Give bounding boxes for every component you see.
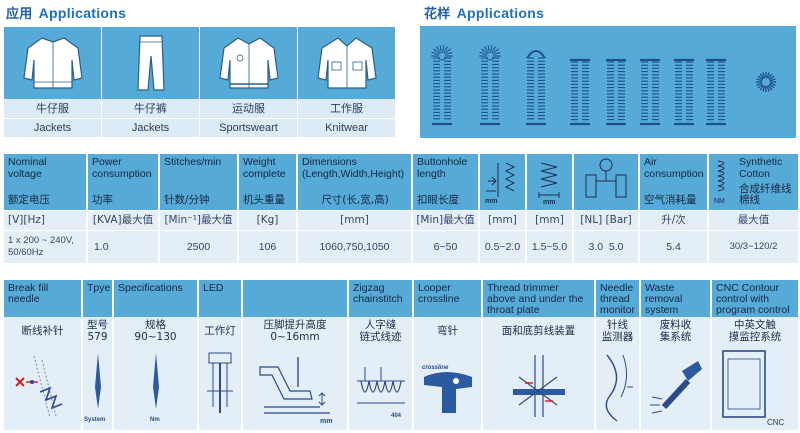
garment-label-cn: 运动服	[200, 99, 297, 118]
feature-break-fill: Break fill needle 断线补针	[4, 280, 82, 430]
spec-value: 2500	[160, 231, 238, 263]
spec-value: 6~50	[413, 231, 479, 263]
pattern-panel	[420, 26, 796, 138]
buttonhole-pattern	[640, 58, 660, 126]
svg-text:mm: mm	[543, 199, 555, 205]
jacket-icon	[4, 27, 101, 99]
spec-value: 1060,750,1050	[298, 231, 412, 263]
garment-workwear: 工作服 Knitwear	[298, 27, 395, 137]
spec-unit: 最大值	[709, 211, 798, 230]
svg-text:NM: NM	[714, 198, 725, 205]
break-fill-needle-icon	[4, 343, 81, 430]
spec-value: 1.5~5.0	[527, 231, 573, 263]
garment-label-en: Sportsweart	[200, 118, 297, 137]
feature-thread-trimmer: Thread trimmer above and under the throa…	[483, 280, 595, 430]
garment-label-cn: 牛仔裤	[102, 99, 199, 118]
thread-spring-icon: NM	[714, 160, 725, 205]
spec-unit: [NL] [Bar]	[574, 211, 639, 230]
svg-text:mm: mm	[320, 418, 332, 425]
workwear-icon	[298, 27, 395, 99]
garment-jeans: 牛仔裤 Jackets	[102, 27, 199, 137]
garment-label-en: Jackets	[4, 118, 101, 137]
buttonhole-pattern	[606, 58, 626, 126]
spec-value: 0.5~2.0	[480, 231, 526, 263]
presser-foot-icon: mm	[243, 343, 347, 430]
buttonhole-patterns	[431, 45, 776, 126]
spec-head-thread: NM Synthetic Cotton 合成纤维线 棉线	[709, 154, 798, 210]
spec-unit: [mm]	[527, 211, 573, 230]
spec-head-air-pressure	[574, 154, 639, 210]
needle-nm-icon: Nm	[114, 343, 197, 430]
cnc-panel-icon: CNC	[712, 343, 798, 430]
svg-text:mm: mm	[485, 198, 497, 205]
garment-label-cn: 工作服	[298, 99, 395, 118]
svg-text:CNC: CNC	[767, 418, 785, 427]
spec-unit: [V][Hz]	[4, 211, 87, 230]
spec-head-cutting-space: mm	[480, 154, 526, 210]
svg-text:404: 404	[391, 413, 402, 419]
garment-label-cn: 牛仔服	[4, 99, 101, 118]
buttonhole-pattern	[526, 50, 546, 126]
spec-value: 1.0	[88, 231, 159, 263]
thread-trimmer-icon	[483, 343, 594, 430]
feature-led: LED 工作灯	[199, 280, 242, 430]
cutting-space-icon: mm	[485, 162, 516, 205]
sportswear-icon	[200, 27, 297, 99]
looper-icon: crossline	[414, 343, 481, 430]
spec-head-stitch-width: mm	[527, 154, 573, 210]
svg-text:System: System	[84, 417, 105, 423]
feature-zigzag-chainstitch: Zigzag chainstitch 人字缝链式线迹 404	[349, 280, 413, 430]
spec-unit: 升/次	[640, 211, 708, 230]
led-lamp-icon	[199, 343, 241, 430]
feature-thread-monitor: Needle thread monitor 针线监测器	[596, 280, 640, 430]
garment-label-en: Knitwear	[298, 118, 395, 137]
garment-jackets: 牛仔服 Jackets	[4, 27, 101, 137]
svg-text:crossline: crossline	[422, 365, 449, 371]
spec-head-dimensions: Dimensions (Length,Width,Height)尺寸(长,宽,高…	[298, 154, 412, 210]
garment-sportswear: 运动服 Sportsweart	[200, 27, 297, 137]
air-regulator-icon	[585, 158, 627, 198]
feature-cnc: CNC Contour control with program control…	[712, 280, 798, 430]
garment-label-en: Jackets	[102, 118, 199, 137]
spec-unit: [KVA]最大值	[88, 211, 159, 230]
buttonhole-pattern	[706, 58, 726, 126]
waste-removal-icon	[641, 343, 710, 430]
spec-value: 106	[239, 231, 297, 263]
spec-value: 3.0 5.0	[574, 231, 639, 263]
spec-unit: [Kg]	[239, 211, 297, 230]
buttonhole-pattern	[570, 58, 590, 126]
needle-system-icon: System	[83, 343, 112, 430]
spec-value: 1 x 200 ~ 240V, 50/60Hz	[4, 231, 87, 263]
jeans-icon	[102, 27, 199, 99]
stitch-width-icon: mm	[538, 162, 560, 206]
thread-type-label: Synthetic Cotton	[739, 156, 783, 180]
spec-unit: [mm]	[298, 211, 412, 230]
feature-looper: Looper crossline 弯针 crossline	[414, 280, 482, 430]
spec-value: 5.4	[640, 231, 708, 263]
svg-text:Nm: Nm	[150, 417, 160, 423]
buttonhole-pattern	[479, 45, 501, 126]
spec-unit: [mm]	[480, 211, 526, 230]
buttonhole-pattern	[431, 45, 453, 126]
buttonhole-pattern	[756, 72, 776, 92]
thread-monitor-icon	[596, 343, 639, 430]
zigzag-chainstitch-icon: 404	[349, 343, 412, 430]
spec-unit: [Min⁻¹]最大值	[160, 211, 238, 230]
spec-unit: [Min]最大值	[413, 211, 479, 230]
buttonhole-pattern	[674, 58, 694, 126]
feature-waste-removal: Waste removal system 废料收集系统	[641, 280, 711, 430]
spec-value: 30/3~120/2	[709, 231, 798, 263]
